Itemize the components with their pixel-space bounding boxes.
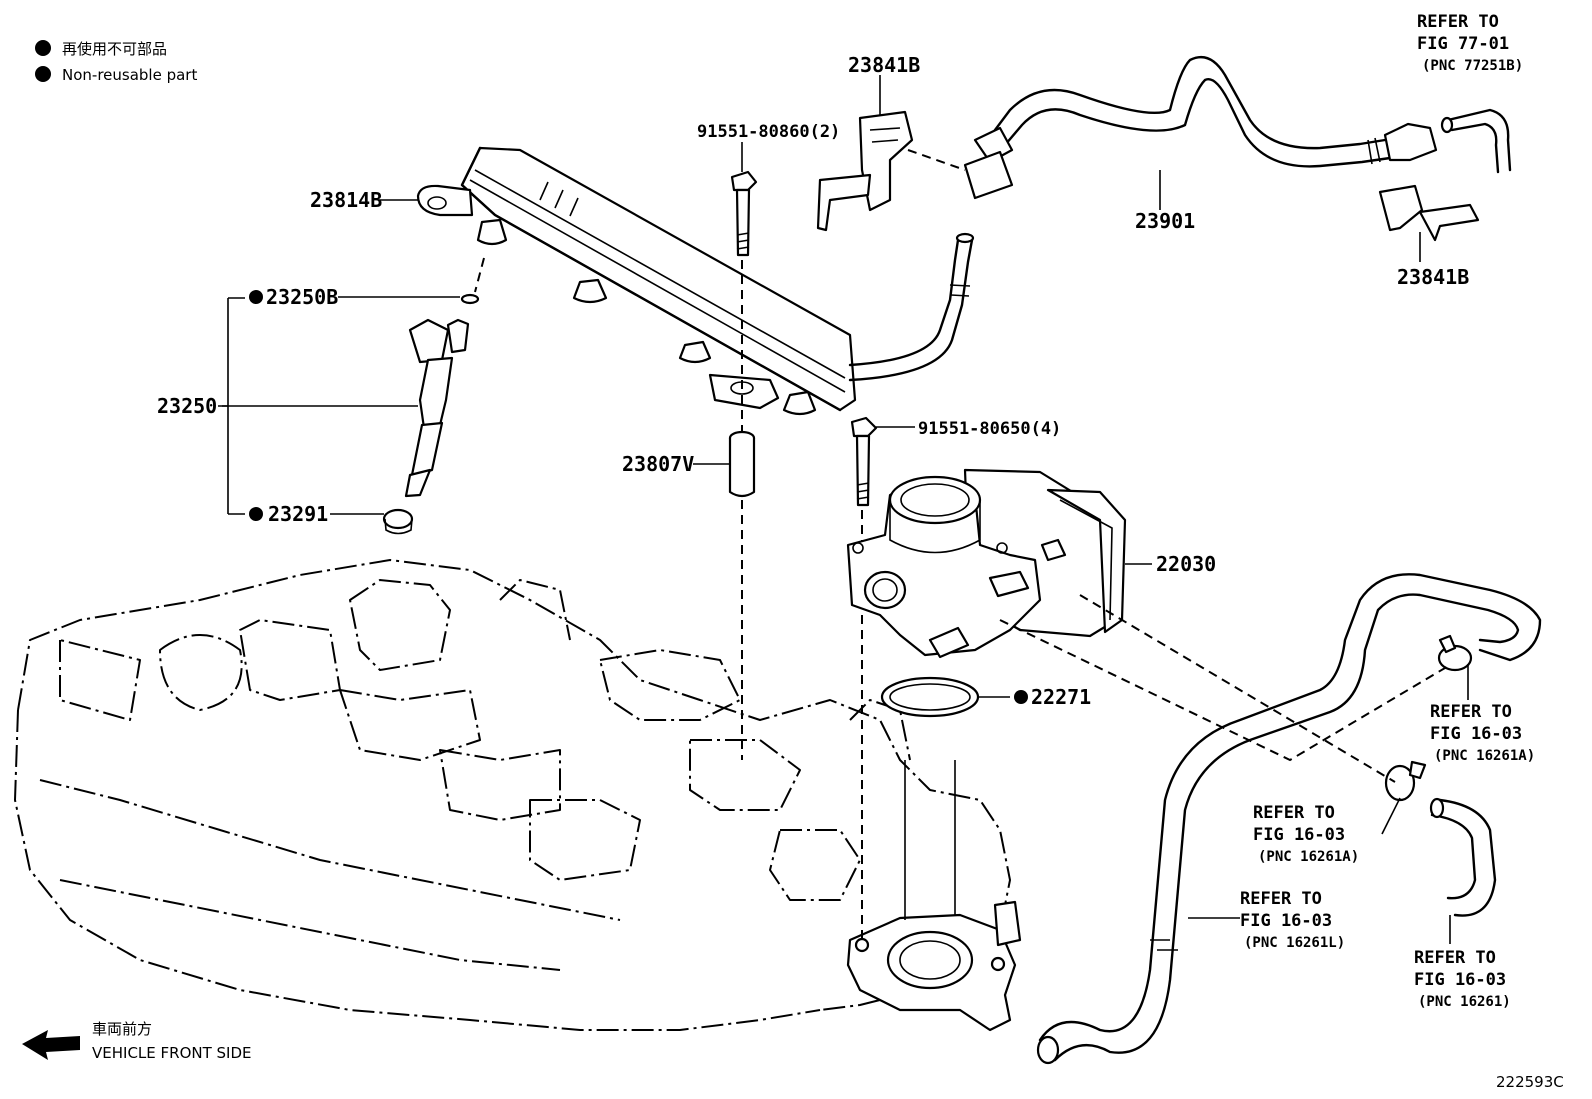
label-23291: 23291 <box>268 502 328 526</box>
ref-line: REFER TO <box>1417 12 1499 32</box>
direction-english: VEHICLE FRONT SIDE <box>92 1044 252 1062</box>
label-22030: 22030 <box>1156 552 1216 576</box>
label-91551-80650: 91551-80650(4) <box>918 419 1061 439</box>
label-23841b-right: 23841B <box>1397 265 1469 289</box>
label-23841b-top: 23841B <box>848 53 920 77</box>
hose-end <box>1440 116 1454 134</box>
bullet-icon <box>1014 690 1028 704</box>
assembly-line <box>907 149 966 171</box>
ref-line: REFER TO <box>1430 702 1512 722</box>
legend-english: Non-reusable part <box>62 66 197 84</box>
hose-clamp-upper <box>1437 634 1473 672</box>
ref-fig16a-right: REFER TO FIG 16-03 (PNC 16261A) <box>1430 702 1535 764</box>
hose-clip-top <box>816 110 914 232</box>
fuel-delivery-pipe <box>416 146 975 416</box>
label-23250b: 23250B <box>266 285 338 309</box>
ref-pnc: (PNC 16261A) <box>1258 849 1359 865</box>
fuel-hose <box>963 55 1438 200</box>
bullet-icon <box>35 66 51 82</box>
ref-line: FIG 16-03 <box>1240 911 1332 931</box>
coolant-hose-small <box>1429 797 1497 917</box>
direction-japanese: 車両前方 <box>92 1020 152 1038</box>
spacer-23807v <box>728 430 756 498</box>
ref-line: REFER TO <box>1253 803 1335 823</box>
hose-segment <box>1446 108 1512 174</box>
label-23814b: 23814B <box>310 188 382 212</box>
ref-fig77: REFER TO FIG 77-01 (PNC 77251B) <box>1417 12 1523 74</box>
ref-pnc: (PNC 16261) <box>1418 994 1511 1010</box>
label-23250: 23250 <box>157 394 217 418</box>
diagram-id: 222593C <box>1496 1073 1564 1091</box>
ref-line: REFER TO <box>1414 948 1496 968</box>
ref-line: FIG 16-03 <box>1414 970 1506 990</box>
ref-pnc: (PNC 16261L) <box>1244 935 1345 951</box>
label-22271: 22271 <box>1031 685 1091 709</box>
ref-fig16l: REFER TO FIG 16-03 (PNC 16261L) <box>1240 889 1345 951</box>
ref-fig16: REFER TO FIG 16-03 (PNC 16261) <box>1414 948 1511 1010</box>
legend: 再使用不可部品 Non-reusable part <box>35 40 197 84</box>
assembly-line <box>474 257 485 293</box>
hose-clamp-lower <box>1384 760 1427 802</box>
throttle-body <box>846 468 1127 659</box>
assembly-line <box>999 619 1451 762</box>
throttle-mount-flange <box>846 760 1022 1032</box>
ref-line: FIG 77-01 <box>1417 34 1509 54</box>
bullet-icon <box>249 507 263 521</box>
gasket-22271 <box>880 676 980 718</box>
legend-japanese: 再使用不可部品 <box>62 40 167 58</box>
ref-line: FIG 16-03 <box>1253 825 1345 845</box>
ref-pnc: (PNC 16261A) <box>1434 748 1535 764</box>
bullet-icon <box>249 290 263 304</box>
label-23901: 23901 <box>1135 209 1195 233</box>
ref-line: FIG 16-03 <box>1430 724 1522 744</box>
coolant-hose-large <box>1036 573 1542 1065</box>
assembly-line <box>1079 594 1396 783</box>
bolt-91551-80860 <box>730 170 758 257</box>
hose-clip-right <box>1378 184 1480 242</box>
label-23807v: 23807V <box>622 452 694 476</box>
vehicle-front-indicator: 車両前方 VEHICLE FRONT SIDE <box>22 1020 252 1062</box>
bullet-icon <box>35 40 51 56</box>
left-arrow-icon <box>22 1030 80 1060</box>
ref-line: REFER TO <box>1240 889 1322 909</box>
bolt-91551-80650 <box>850 416 878 507</box>
leader-line <box>1381 797 1401 835</box>
label-91551-80860: 91551-80860(2) <box>697 122 840 142</box>
ref-fig16a-mid: REFER TO FIG 16-03 (PNC 16261A) <box>1253 803 1359 865</box>
ref-pnc: (PNC 77251B) <box>1422 58 1523 74</box>
fuel-injector <box>382 293 480 535</box>
